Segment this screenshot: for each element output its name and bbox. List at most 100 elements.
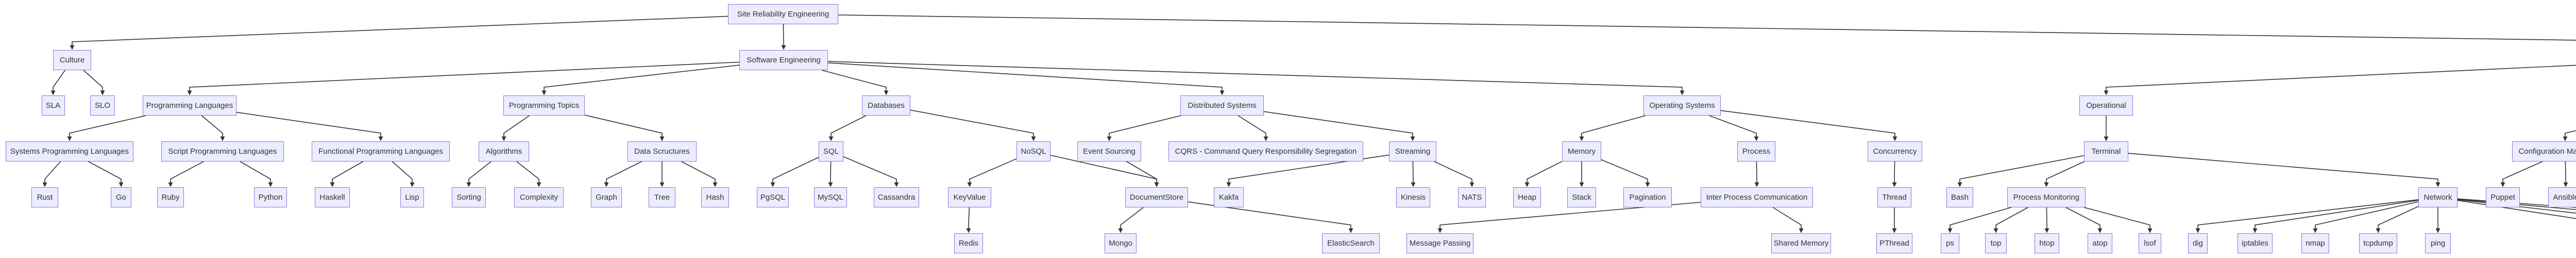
edge-process_monitoring-to-top <box>1993 207 2028 233</box>
edge-operating_systems-to-process <box>1709 115 1759 141</box>
node-label: Haskell <box>319 193 345 202</box>
node-hash: Hash <box>701 187 729 207</box>
node-label: Python <box>258 193 283 202</box>
node-label: Heap <box>1518 193 1536 202</box>
node-label: DocumentStore <box>1129 193 1184 202</box>
edge-network-to-airmon <box>2457 199 2576 211</box>
node-documentstore: DocumentStore <box>1125 187 1188 207</box>
node-htop: htop <box>2035 233 2059 253</box>
edge-script_programming_languages-to-ruby <box>168 161 204 187</box>
node-systems_programming_languages: Systems Programming Languages <box>6 141 133 162</box>
node-cassandra: Cassandra <box>874 187 919 207</box>
node-label: ping <box>2430 239 2446 248</box>
edge-data_scructures-to-hash <box>681 161 718 187</box>
edge-systems_programming_languages-to-rust <box>42 161 61 187</box>
edge-documentstore-to-elasticsearch <box>1188 201 1353 233</box>
edge-process_monitoring-to-ps <box>1947 207 2012 233</box>
node-label: Databases <box>868 101 905 110</box>
edge-ipc-to-shared_memory <box>1772 207 1804 233</box>
edge-network-to-nmap <box>2313 201 2419 233</box>
edge-memory-to-heap <box>1524 160 1563 187</box>
node-label: dig <box>2192 239 2204 248</box>
edge-culture-to-slo <box>83 70 105 95</box>
node-heap: Heap <box>1513 187 1541 207</box>
node-culture: Culture <box>53 50 91 70</box>
node-label: SQL <box>823 147 839 156</box>
node-lsof: lsof <box>2139 233 2161 253</box>
node-graph: Graph <box>591 187 622 207</box>
edge-infrastructure_as_code-to-configuration_management <box>2563 130 2576 141</box>
node-ps: ps <box>1941 233 1959 253</box>
edge-streaming-to-nats <box>1434 161 1475 187</box>
edge-sre-to-software_engineering <box>781 24 786 50</box>
edge-memory-to-pagination <box>1601 159 1650 187</box>
node-label: Script Programming Languages <box>168 147 277 156</box>
node-elasticsearch: ElasticSearch <box>1322 233 1380 253</box>
node-label: Network <box>2424 193 2452 202</box>
node-label: Process <box>1742 147 1771 156</box>
edge-culture-to-sla <box>50 70 65 95</box>
edge-distributed_systems-to-streaming <box>1263 111 1415 141</box>
node-distributed_systems: Distributed Systems <box>1180 95 1264 116</box>
node-label: Data Scructures <box>634 147 690 156</box>
edge-network-to-traceroute <box>2457 199 2576 214</box>
node-label: Shared Memory <box>1773 239 1829 248</box>
node-label: top <box>1990 239 2002 248</box>
node-label: Kinesis <box>1400 193 1426 202</box>
edge-programming_languages-to-script_programming_languages <box>201 115 225 141</box>
node-label: Mongo <box>1109 239 1132 248</box>
node-rust: Rust <box>31 187 58 207</box>
edge-algorithms-to-complexity <box>516 161 541 187</box>
node-streaming: Streaming <box>1389 141 1436 162</box>
node-label: CQRS - Command Query Responsibility Segr… <box>1175 147 1357 156</box>
edge-programming_languages-to-systems_programming_languages <box>67 115 146 141</box>
node-label: PgSQL <box>760 193 786 202</box>
node-programming_languages: Programming Languages <box>143 95 236 116</box>
node-process: Process <box>1737 141 1775 162</box>
node-databases: Databases <box>862 95 910 116</box>
node-label: Operating Systems <box>1649 101 1715 110</box>
edge-software_engineering-to-distributed_systems <box>827 62 1225 95</box>
node-label: Graph <box>596 193 617 202</box>
node-label: Pagination <box>1629 193 1666 202</box>
edge-distributed_systems-to-cqrs <box>1238 115 1268 141</box>
node-label: Sorting <box>456 193 481 202</box>
node-mongo: Mongo <box>1105 233 1137 253</box>
node-puppet: Puppet <box>2486 187 2520 207</box>
node-label: Complexity <box>519 193 558 202</box>
node-label: Programming Topics <box>509 101 580 110</box>
edge-operating_systems-to-concurrency <box>1720 110 1897 141</box>
node-software_engineering: Software Engineering <box>739 50 828 70</box>
edge-network-to-iptables <box>2252 200 2419 233</box>
node-operational: Operational <box>2079 95 2133 116</box>
node-label: SLO <box>94 101 110 110</box>
node-label: Programming Languages <box>146 101 233 110</box>
node-process_monitoring: Process Monitoring <box>2007 187 2086 207</box>
node-label: ps <box>1946 239 1954 248</box>
node-operating_systems: Operating Systems <box>1643 95 1721 116</box>
node-label: Redis <box>958 239 979 248</box>
node-label: Ruby <box>161 193 180 202</box>
node-label: Algorithms <box>485 147 522 156</box>
node-label: Rust <box>37 193 53 202</box>
node-haskell: Haskell <box>315 187 350 207</box>
node-tcpdump: tcpdump <box>2359 233 2397 253</box>
node-pgsql: PgSQL <box>757 187 789 207</box>
node-slo: SLO <box>90 95 115 116</box>
node-ruby: Ruby <box>157 187 184 207</box>
node-label: MySQL <box>817 193 843 202</box>
node-label: Message Passing <box>1409 239 1471 248</box>
edge-functional_programming_languages-to-haskell <box>330 161 364 187</box>
node-script_programming_languages: Script Programming Languages <box>161 141 284 162</box>
edge-ipc-to-message_passing <box>1437 202 1701 233</box>
node-dig: dig <box>2188 233 2208 253</box>
node-label: Bash <box>1951 193 1969 202</box>
edge-programming_topics-to-algorithms <box>501 115 530 141</box>
edge-documentstore-to-mongo <box>1118 207 1144 233</box>
node-label: KeyValue <box>953 193 986 202</box>
node-bash: Bash <box>1946 187 1973 207</box>
node-redis: Redis <box>954 233 983 253</box>
edge-data_scructures-to-graph <box>604 161 642 187</box>
edge-concurrency-to-thread <box>1892 161 1897 187</box>
